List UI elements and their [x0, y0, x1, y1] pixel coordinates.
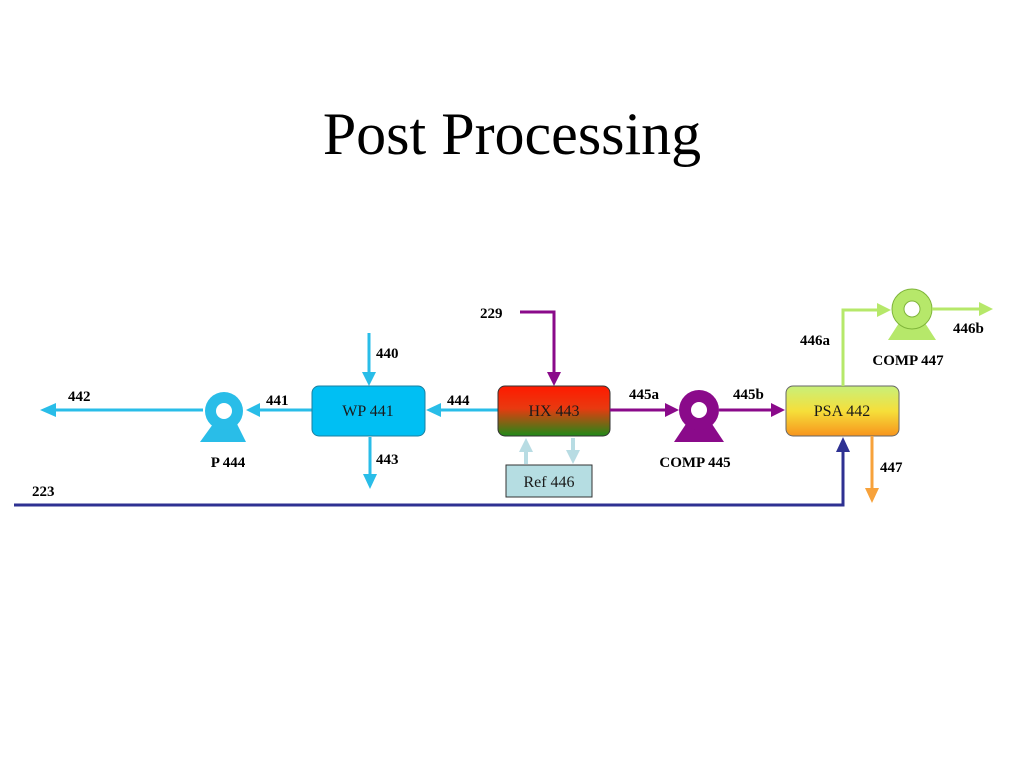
stream-label-441: 441 — [266, 393, 289, 409]
stream-445b — [719, 403, 785, 417]
psa-442-label: PSA 442 — [814, 403, 870, 420]
wp-441-label: WP 441 — [342, 403, 393, 420]
stream-447 — [865, 436, 879, 503]
stream-label-229: 229 — [480, 306, 503, 322]
compressor-445 — [674, 390, 724, 442]
ref-supply-arrow — [519, 438, 533, 464]
stream-444 — [426, 403, 498, 417]
stream-label-446b: 446b — [953, 321, 984, 337]
stream-label-442: 442 — [68, 389, 91, 405]
ref-446-unit — [505, 464, 593, 498]
pump-p444 — [200, 392, 246, 442]
stream-440 — [362, 333, 376, 386]
hx-443-label: HX 443 — [528, 403, 579, 420]
ref-return-arrow — [566, 438, 580, 464]
stream-229 — [520, 310, 561, 386]
wp-441-unit — [311, 385, 426, 437]
stream-label-446a: 446a — [800, 333, 831, 349]
compressor-447 — [888, 288, 936, 340]
compressor-447-label: COMP 447 — [872, 353, 944, 369]
stream-442 — [40, 403, 203, 417]
compressor-445-label: COMP 445 — [659, 455, 730, 471]
stream-label-445b: 445b — [733, 387, 764, 403]
ref-446-label: Ref 446 — [523, 474, 574, 491]
stream-441 — [246, 403, 312, 417]
stream-label-444: 444 — [447, 393, 470, 409]
stream-label-443: 443 — [376, 452, 399, 468]
stream-445a — [610, 403, 679, 417]
page-title: Post Processing — [322, 101, 702, 167]
stream-label-440: 440 — [376, 346, 399, 362]
pump-label: P 444 — [211, 455, 246, 471]
stream-label-447: 447 — [880, 460, 903, 476]
stream-446a — [841, 303, 891, 386]
stream-223 — [14, 437, 850, 507]
stream-446b — [932, 302, 993, 316]
stream-443 — [363, 437, 377, 489]
stream-label-445a: 445a — [629, 387, 660, 403]
stream-label-223: 223 — [32, 484, 55, 500]
